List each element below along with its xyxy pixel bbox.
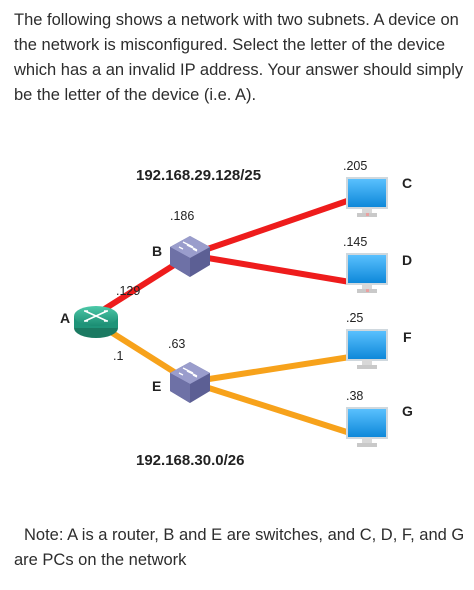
router-a-ip-bottom: .1: [113, 349, 123, 363]
router-a-icon: [74, 306, 118, 338]
question-text: The following shows a network with two s…: [14, 11, 464, 104]
pc-f-icon: [346, 329, 388, 369]
pc-f-ip: .25: [346, 311, 363, 325]
pc-g-ip: .38: [346, 389, 363, 403]
subnet-top-label: 192.168.29.128/25: [136, 167, 261, 184]
switch-b-ip: .186: [170, 209, 194, 223]
link-e-f: [189, 354, 351, 385]
link-e-g: [189, 379, 351, 436]
pc-c-icon: [346, 177, 388, 217]
pc-d-letter: D: [402, 252, 412, 268]
switch-b-icon: [170, 236, 210, 277]
note-text: Note: A is a router, B and E are switche…: [14, 526, 465, 569]
switch-e-icon: [170, 362, 210, 403]
pc-c-ip: .205: [343, 159, 367, 173]
pc-g-icon: [346, 407, 388, 447]
link-b-c: [189, 197, 351, 258]
network-diagram: 192.168.29.128/25 192.168.30.0/26 A .129…: [60, 159, 413, 469]
pc-f-letter: F: [403, 329, 412, 345]
subnet-bottom-label: 192.168.30.0/26: [136, 452, 244, 469]
pc-d-icon: [346, 253, 388, 293]
pc-d-ip: .145: [343, 235, 367, 249]
switch-e-ip: .63: [168, 337, 185, 351]
pc-g-letter: G: [402, 403, 413, 419]
switch-b-letter: B: [152, 243, 162, 259]
pc-c-letter: C: [402, 175, 412, 191]
router-a-ip-top: .129: [116, 284, 140, 298]
link-b-d: [189, 252, 351, 285]
router-a-letter: A: [60, 310, 70, 326]
switch-e-letter: E: [152, 378, 161, 394]
